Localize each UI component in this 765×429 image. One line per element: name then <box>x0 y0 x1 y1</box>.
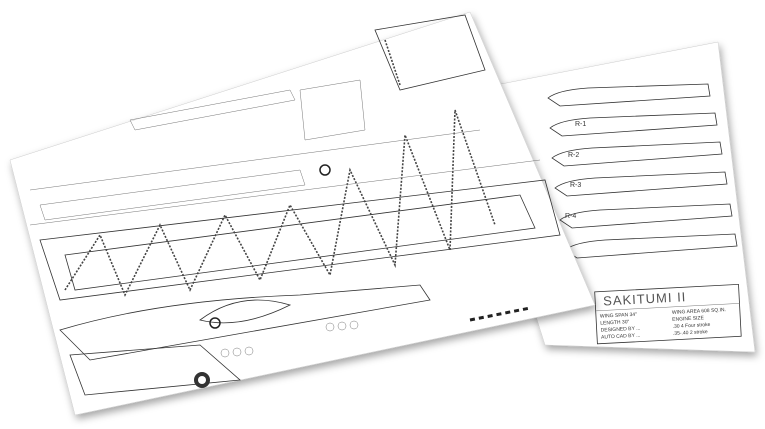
scale-bar <box>469 306 531 322</box>
spec-text: LENGTH 30" <box>600 319 630 327</box>
lightening-holes <box>220 320 359 358</box>
rib-label: R-3 <box>570 182 581 189</box>
spec-text: .30 4 Four stroke <box>672 322 710 330</box>
wing-ribs: R-1 R-2 R-3 R-4 <box>547 83 738 259</box>
plan-title: SAKITUMI II <box>603 289 687 308</box>
rib-label: R-4 <box>565 213 576 220</box>
spec-text: .35-.40 2 stroke <box>673 329 708 337</box>
wing-plan <box>29 89 561 301</box>
spec-text: ENGINE SIZE <box>672 315 705 323</box>
rib-label: R-2 <box>568 152 579 159</box>
spec-text: DESIGNED BY ... <box>601 326 641 334</box>
title-block: SAKITUMI II WING SPAN 34" LENGTH 30" DES… <box>594 283 742 345</box>
rib-label: R-1 <box>575 121 586 128</box>
main-plan-sheet <box>9 11 596 416</box>
spec-text: AUTO CAD BY ... <box>601 333 641 341</box>
spec-text: WING AREA 608 SQ.IN. <box>672 307 726 316</box>
spec-text: WING SPAN 34" <box>600 312 637 320</box>
fuselage-plan <box>59 164 431 396</box>
detail-box <box>299 14 486 141</box>
